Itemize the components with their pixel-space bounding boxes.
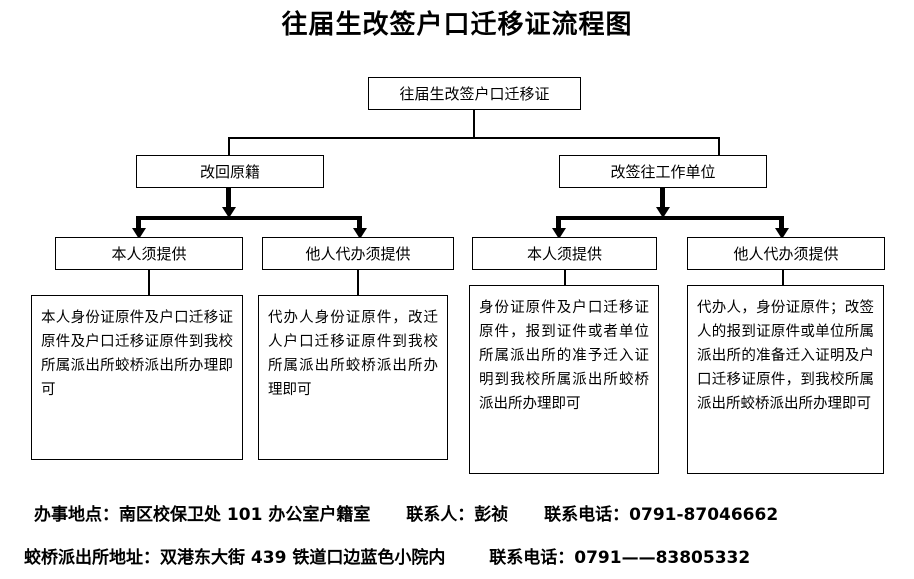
arrow-branch0-to-role1 xyxy=(352,228,367,239)
node-branch-change-to-workplace: 改签往工作单位 xyxy=(559,155,767,188)
node-detail-text-0: 本人身份证原件及户口迁移证原件及户口迁移证原件到我校所属派出所蛟桥派出所办理即可 xyxy=(41,310,233,398)
node-detail-self-right: 身份证原件及户口迁移证原件，报到证件或者单位所属派出所的准予迁入证明到我校所属派… xyxy=(469,285,659,474)
footer-location: 办事地点：南区校保卫处 101 办公室户籍室 xyxy=(34,505,371,525)
connector-branch0-stem xyxy=(226,188,231,209)
connector-root-bar xyxy=(228,137,719,139)
connector-role0-to-detail0 xyxy=(148,270,150,295)
connector-root-to-branch-right xyxy=(718,137,720,156)
node-detail-self-left: 本人身份证原件及户口迁移证原件及户口迁移证原件到我校所属派出所蛟桥派出所办理即可 xyxy=(31,295,243,460)
connector-role1-to-detail1 xyxy=(357,270,359,295)
node-role-label-2: 本人须提供 xyxy=(526,245,602,263)
connector-branch0-to-role1 xyxy=(357,216,362,231)
node-detail-proxy-left: 代办人身份证原件，改迁人户口迁移证原件到我校所属派出所蛟桥派出所办理即可 xyxy=(258,295,448,460)
connector-branch1-to-role3 xyxy=(779,216,784,231)
node-branch-label-1: 改签往工作单位 xyxy=(610,163,716,181)
node-root-label: 往届生改签户口迁移证 xyxy=(399,85,550,103)
node-role-proxy-left: 他人代办须提供 xyxy=(262,237,454,270)
node-detail-text-3: 代办人，身份证原件；改签人的报到证原件或单位所属派出所的准备迁入证明及户口迁移证… xyxy=(697,300,874,412)
arrow-branch1-to-role2 xyxy=(551,228,566,239)
arrow-branch0-stem xyxy=(221,207,236,218)
page-title: 往届生改签户口迁移证流程图 xyxy=(281,10,633,40)
node-role-self-left: 本人须提供 xyxy=(55,237,243,270)
footer-phone-1: 联系电话：0791-87046662 xyxy=(544,505,779,525)
connector-root-stem xyxy=(473,110,475,138)
footer-contact-person: 联系人：彭祯 xyxy=(406,505,509,525)
node-root: 往届生改签户口迁移证 xyxy=(368,77,581,110)
footer-phone-2: 联系电话：0791——83805332 xyxy=(489,548,751,568)
connector-branch0-bar xyxy=(136,216,362,220)
arrow-branch1-to-role3 xyxy=(774,228,789,239)
node-role-label-3: 他人代办须提供 xyxy=(733,245,839,263)
node-role-label-0: 本人须提供 xyxy=(111,245,187,263)
node-detail-proxy-right: 代办人，身份证原件；改签人的报到证原件或单位所属派出所的准备迁入证明及户口迁移证… xyxy=(687,285,884,474)
connector-role2-to-detail2 xyxy=(564,270,566,285)
node-detail-text-1: 代办人身份证原件，改迁人户口迁移证原件到我校所属派出所蛟桥派出所办理即可 xyxy=(268,310,438,398)
arrow-branch1-stem xyxy=(655,207,670,218)
connector-role3-to-detail3 xyxy=(782,270,784,285)
node-role-proxy-right: 他人代办须提供 xyxy=(687,237,885,270)
connector-branch1-stem xyxy=(660,188,665,209)
footer-station-address: 蛟桥派出所地址：双港东大街 439 铁道口边蓝色小院内 xyxy=(24,548,446,568)
connector-branch1-bar xyxy=(556,216,784,220)
connector-branch1-to-role2 xyxy=(556,216,561,231)
footer-row-2: 蛟桥派出所地址：双港东大街 439 铁道口边蓝色小院内 联系电话：0791——8… xyxy=(0,543,914,568)
footer-row-1: 办事地点：南区校保卫处 101 办公室户籍室 联系人：彭祯 联系电话：0791-… xyxy=(0,500,914,525)
node-role-self-right: 本人须提供 xyxy=(472,237,657,270)
connector-root-to-branch-left xyxy=(228,137,230,156)
node-role-label-1: 他人代办须提供 xyxy=(305,245,411,263)
node-branch-label-0: 改回原籍 xyxy=(199,163,260,181)
arrow-branch0-to-role0 xyxy=(131,228,146,239)
node-detail-text-2: 身份证原件及户口迁移证原件，报到证件或者单位所属派出所的准予迁入证明到我校所属派… xyxy=(479,300,649,412)
connector-branch0-to-role0 xyxy=(136,216,141,231)
node-branch-change-back-to-origin: 改回原籍 xyxy=(136,155,324,188)
